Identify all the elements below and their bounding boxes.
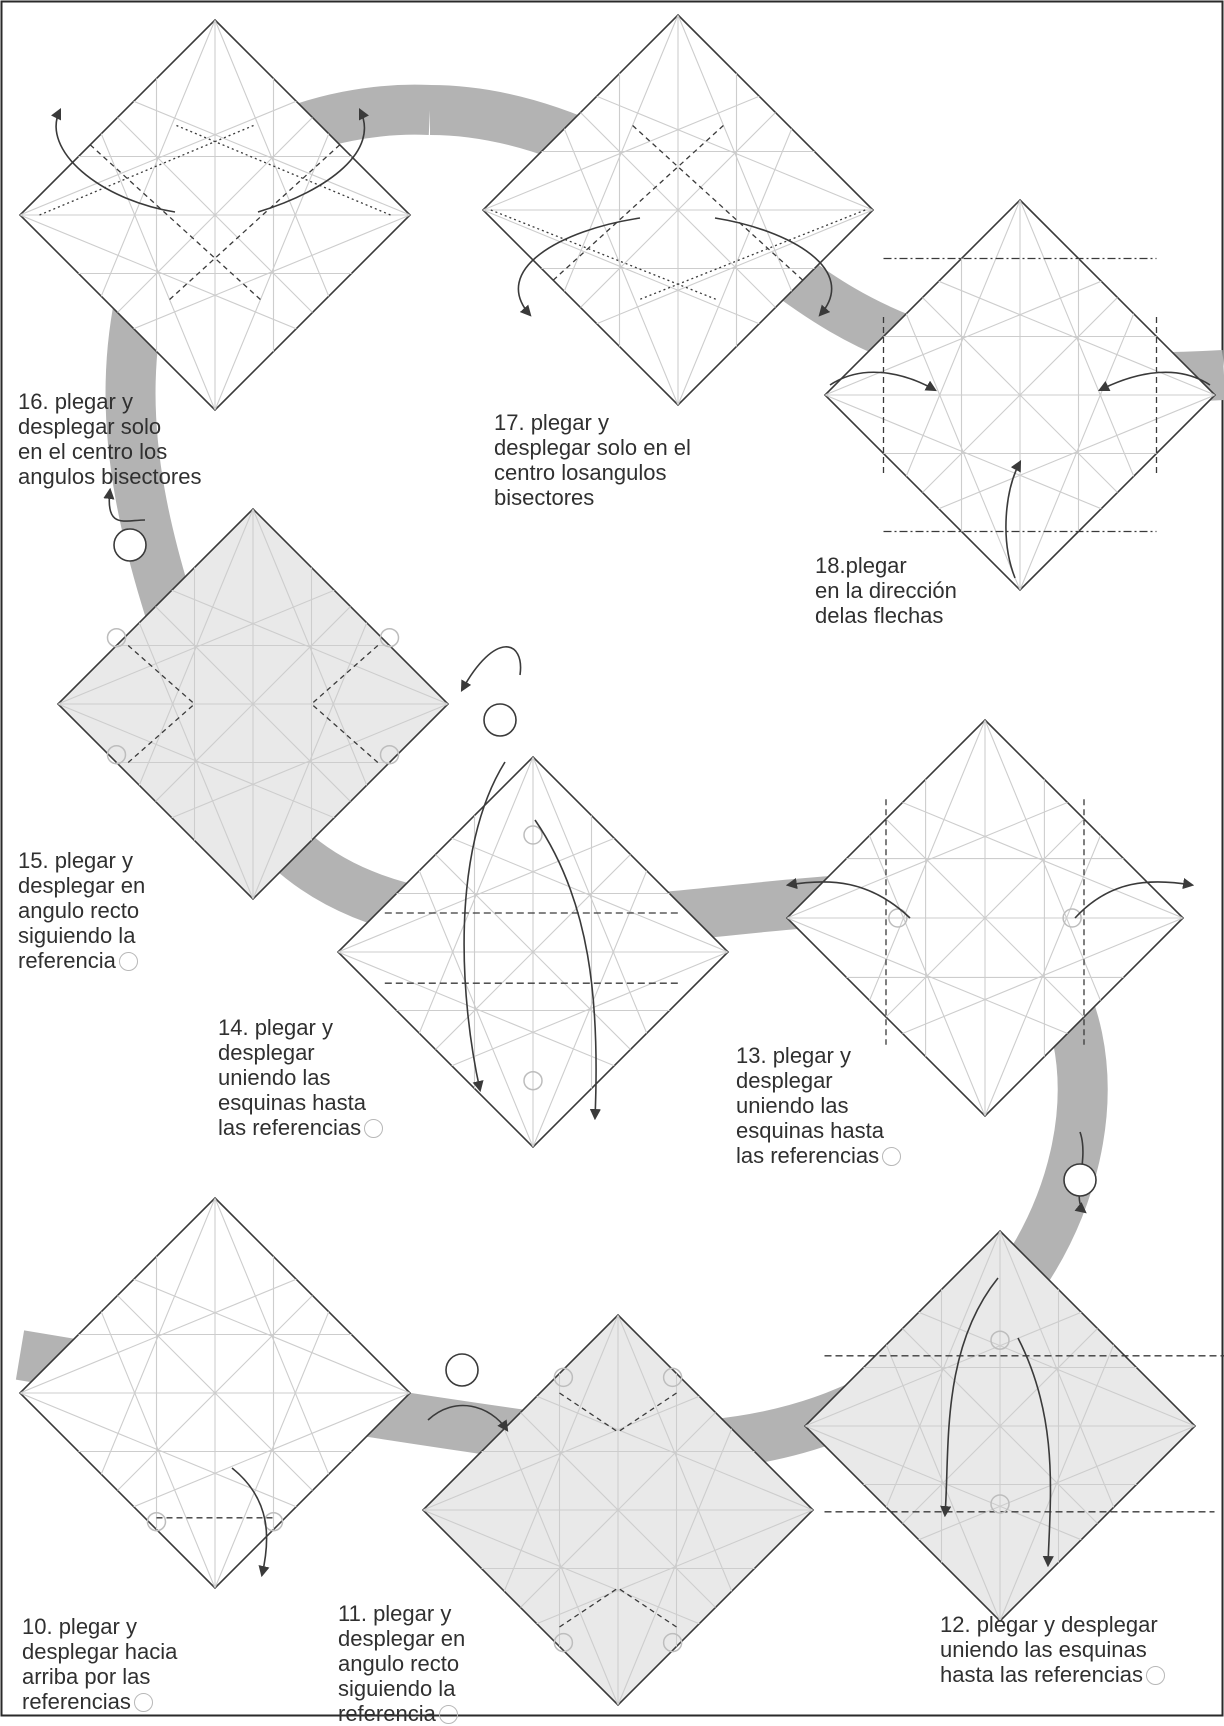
reference-circle-icon <box>364 1119 383 1138</box>
step-caption-14: 14. plegar y desplegar uniendo las esqui… <box>218 990 383 1140</box>
step-caption-text: 10. plegar y desplegar hacia arriba por … <box>22 1614 177 1714</box>
step-caption-text: 16. plegar y desplegar solo en el centro… <box>18 389 201 489</box>
turn-over-circle <box>484 704 516 736</box>
crease-pattern <box>483 15 873 405</box>
step-17-diagram <box>483 15 873 405</box>
step-caption-12: 12. plegar y desplegar uniendo las esqui… <box>940 1587 1165 1687</box>
step-caption-text: 18.plegar en la dirección delas flechas <box>815 553 957 628</box>
turn-over-circle <box>446 1354 478 1386</box>
folding-steps <box>20 15 1224 1705</box>
reference-circle-icon <box>439 1705 458 1724</box>
crease-pattern <box>20 1198 410 1588</box>
crease-pattern <box>338 757 728 1147</box>
reference-circle-icon <box>134 1693 153 1712</box>
step-caption-17: 17. plegar y desplegar solo en el centro… <box>494 385 691 510</box>
turn-over-circle <box>114 529 146 561</box>
step-caption-13: 13. plegar y desplegar uniendo las esqui… <box>736 1018 901 1168</box>
reference-circle-icon <box>119 952 138 971</box>
crease-pattern <box>20 20 410 410</box>
reference-circle-icon <box>1146 1666 1165 1685</box>
fold-arrow <box>462 647 521 690</box>
reference-circle-icon <box>882 1147 901 1166</box>
crease-pattern <box>805 1231 1195 1621</box>
step-caption-text: 12. plegar y desplegar uniendo las esqui… <box>940 1612 1158 1687</box>
step-14-diagram <box>338 757 728 1147</box>
step-caption-16: 16. plegar y desplegar solo en el centro… <box>18 364 201 489</box>
step-caption-11: 11. plegar y desplegar en angulo recto s… <box>338 1576 465 1726</box>
step-11-diagram <box>423 1315 813 1705</box>
step-caption-text: 14. plegar y desplegar uniendo las esqui… <box>218 1015 366 1140</box>
step-caption-18: 18.plegar en la dirección delas flechas <box>815 528 957 628</box>
step-caption-text: 17. plegar y desplegar solo en el centro… <box>494 410 691 510</box>
turn-over-circle <box>1064 1164 1096 1196</box>
step-caption-15: 15. plegar y desplegar en angulo recto s… <box>18 823 145 973</box>
reference-circle <box>381 629 399 647</box>
step-caption-text: 13. plegar y desplegar uniendo las esqui… <box>736 1043 884 1168</box>
step-caption-10: 10. plegar y desplegar hacia arriba por … <box>22 1589 177 1714</box>
step-10-diagram <box>20 1198 410 1588</box>
reference-circle <box>108 629 126 647</box>
step-16-diagram <box>20 20 410 410</box>
step-12-diagram <box>805 1231 1224 1621</box>
crease-pattern <box>423 1315 813 1705</box>
